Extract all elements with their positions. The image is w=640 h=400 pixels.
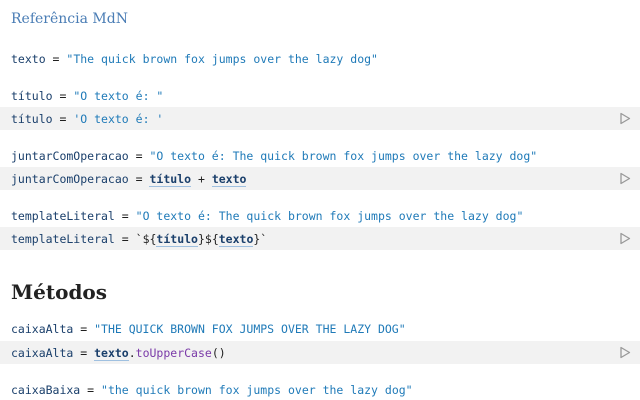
equals: =	[45, 52, 67, 66]
string-literal: 'O texto é: '	[73, 112, 164, 126]
method-name: toUpperCase	[135, 346, 212, 360]
equals: =	[52, 89, 74, 103]
equals: =	[52, 112, 74, 126]
code-line[interactable]: título = 'O texto é: '	[11, 111, 163, 127]
code-line[interactable]: caixaAlta = texto.toUpperCase()	[11, 345, 226, 361]
plus-operator: +	[191, 172, 212, 186]
play-triangle-icon[interactable]	[619, 112, 631, 125]
parens: ()	[211, 346, 226, 360]
equals: =	[114, 232, 136, 246]
string-value: "O texto é: The quick brown fox jumps ov…	[135, 209, 524, 223]
reference-titulo[interactable]: título	[156, 232, 198, 247]
var-name: caixaAlta	[11, 322, 74, 336]
code-cell-caixa-alta[interactable]: caixaAlta = texto.toUpperCase()	[0, 341, 640, 364]
output-caixa-alta: caixaAlta = "THE QUICK BROWN FOX JUMPS O…	[11, 321, 406, 337]
var-name: templateLiteral	[11, 232, 115, 246]
reference-texto[interactable]: texto	[211, 172, 247, 187]
string-value: "O texto é: "	[73, 89, 164, 103]
var-name: juntarComOperacao	[11, 149, 129, 163]
template-mid: }${	[197, 232, 219, 246]
play-triangle-icon[interactable]	[619, 232, 631, 245]
reference-texto[interactable]: texto	[94, 346, 129, 361]
reference-titulo[interactable]: título	[149, 172, 192, 187]
equals: =	[80, 383, 102, 397]
play-triangle-icon[interactable]	[619, 346, 631, 359]
equals: =	[114, 209, 136, 223]
code-cell-titulo[interactable]: título = 'O texto é: '	[0, 107, 640, 130]
output-caixa-baixa: caixaBaixa = "the quick brown fox jumps …	[11, 382, 413, 398]
var-name: caixaAlta	[11, 346, 74, 360]
output-juntar: juntarComOperacao = "O texto é: The quic…	[11, 148, 537, 164]
output-titulo: título = "O texto é: "	[11, 88, 163, 104]
string-value: "The quick brown fox jumps over the lazy…	[66, 52, 378, 66]
dot: .	[128, 346, 136, 360]
string-value: "the quick brown fox jumps over the lazy…	[101, 383, 413, 397]
code-cell-juntar[interactable]: juntarComOperacao = título + texto	[0, 167, 640, 190]
reference-texto[interactable]: texto	[218, 232, 254, 247]
template-open: `${	[135, 232, 157, 246]
reference-link[interactable]: Referência MdN	[11, 11, 128, 27]
code-line[interactable]: juntarComOperacao = título + texto	[11, 171, 247, 187]
play-triangle-icon[interactable]	[619, 172, 631, 185]
code-cell-template[interactable]: templateLiteral = `${título}${texto}`	[0, 227, 640, 250]
equals: =	[128, 172, 150, 186]
output-template: templateLiteral = "O texto é: The quick …	[11, 208, 523, 224]
output-texto: texto = "The quick brown fox jumps over …	[11, 51, 378, 67]
var-name: juntarComOperacao	[11, 172, 129, 186]
section-heading-metodos: Métodos	[11, 280, 108, 304]
equals: =	[73, 346, 95, 360]
var-name: caixaBaixa	[11, 383, 81, 397]
var-name: título	[11, 89, 53, 103]
string-value: "O texto é: The quick brown fox jumps ov…	[149, 149, 538, 163]
var-name: templateLiteral	[11, 209, 115, 223]
code-line[interactable]: templateLiteral = `${título}${texto}`	[11, 231, 267, 247]
string-value: "THE QUICK BROWN FOX JUMPS OVER THE LAZY…	[94, 322, 406, 336]
template-close: }`	[253, 232, 268, 246]
equals: =	[128, 149, 150, 163]
var-name: título	[11, 112, 53, 126]
var-name: texto	[11, 52, 46, 66]
equals: =	[73, 322, 95, 336]
